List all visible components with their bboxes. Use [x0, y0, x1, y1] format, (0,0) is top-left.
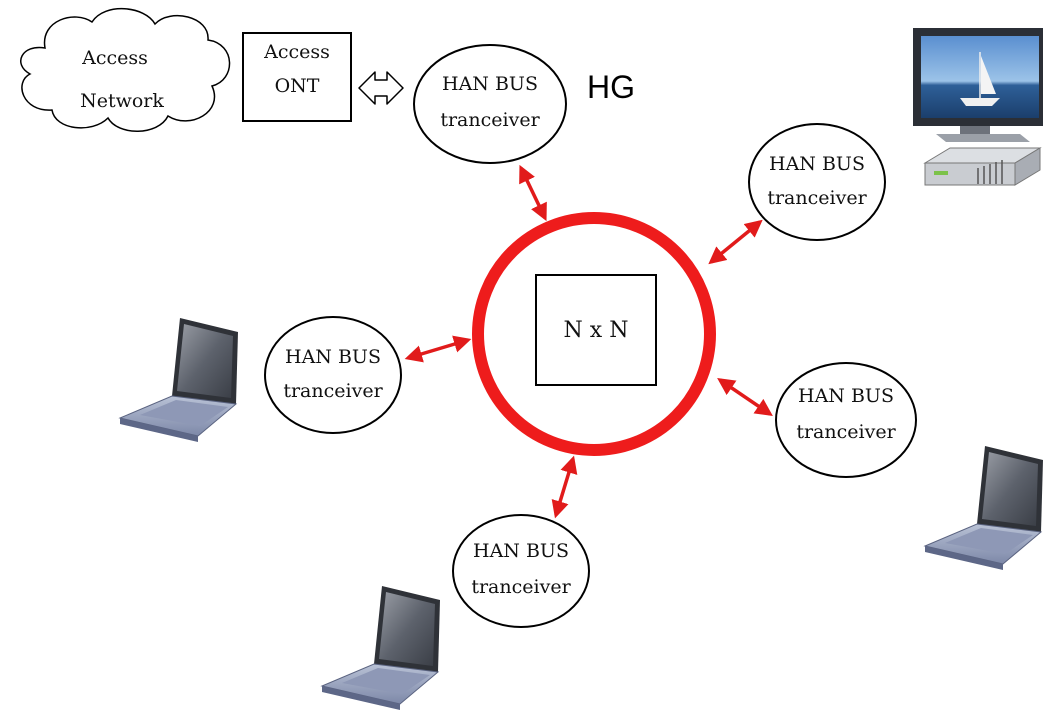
- transceiver-label-line2: tranceiver: [471, 576, 571, 598]
- transceiver-hg: HAN BUS tranceiver: [413, 44, 567, 164]
- transceiver-label-line2: tranceiver: [796, 421, 896, 443]
- nxn-label: N x N: [564, 318, 629, 343]
- transceiver-label-line1: HAN BUS: [442, 73, 538, 95]
- transceiver-bottom: HAN BUS tranceiver: [452, 514, 590, 628]
- double-arrow-icon: [358, 71, 404, 105]
- ont-label-line2: ONT: [275, 75, 320, 97]
- laptop-icon: [119, 317, 239, 443]
- arrow-ring-right-bottom: [717, 378, 773, 416]
- arrow-ring-bottom: [551, 455, 578, 519]
- transceiver-left: HAN BUS tranceiver: [264, 316, 402, 434]
- transceiver-label-line1: HAN BUS: [285, 346, 381, 368]
- transceiver-label-line2: tranceiver: [440, 109, 540, 131]
- transceiver-label-line1: HAN BUS: [769, 153, 865, 175]
- central-ring: N x N: [472, 212, 716, 456]
- ont-label-line1: Access: [263, 41, 330, 63]
- arrow-ring-left: [404, 335, 472, 363]
- connection-arrows: [404, 164, 773, 519]
- laptop-icon: [321, 585, 441, 711]
- hg-label: HG: [587, 69, 635, 105]
- transceiver-label-line1: HAN BUS: [798, 385, 894, 407]
- transceiver-label-line2: tranceiver: [767, 187, 867, 209]
- laptop-icon: [924, 445, 1043, 571]
- access-ont-box: Access ONT: [242, 32, 352, 122]
- transceiver-label-line2: tranceiver: [283, 380, 383, 402]
- transceiver-right-top: HAN BUS tranceiver: [748, 123, 886, 241]
- nxn-switch-box: [535, 274, 657, 386]
- arrow-ring-right-top: [708, 219, 763, 265]
- cloud-shape: [20, 8, 231, 132]
- set-top-box: [923, 147, 1042, 186]
- transceiver-right-bottom: HAN BUS tranceiver: [775, 362, 917, 478]
- tv-set-top-box-icon: [913, 28, 1043, 186]
- cloud-label-line2: Network: [80, 90, 164, 112]
- access-network-cloud: Access Network: [20, 8, 231, 132]
- cloud-label-line1: Access: [81, 47, 148, 69]
- arrow-ring-hg: [519, 164, 547, 222]
- transceiver-label-line1: HAN BUS: [473, 540, 569, 562]
